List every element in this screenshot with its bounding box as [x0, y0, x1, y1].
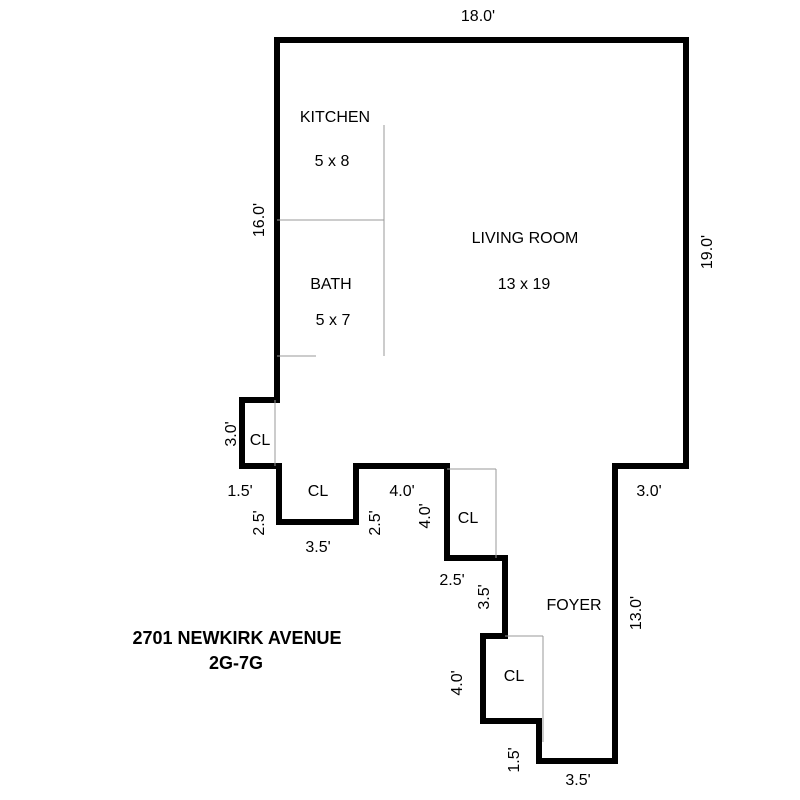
dim-step-3-5: 3.5' [476, 584, 493, 609]
living-room-size: 13 x 19 [498, 276, 551, 293]
address-line-1: 2701 NEWKIRK AVENUE [132, 628, 341, 648]
address-line-2: 2G-7G [209, 653, 263, 673]
dim-closet-lower-height: 4.0' [449, 670, 466, 695]
dim-bottom: 3.5' [565, 772, 590, 789]
dim-step-vertical: 4.0' [417, 503, 434, 528]
dim-closet-bottom-width: 3.5' [305, 539, 330, 556]
living-room-label: LIVING ROOM [472, 230, 579, 247]
dim-closet-bottom-left-depth: 2.5' [251, 510, 268, 535]
closet-label: CL [308, 483, 329, 500]
dim-top: 18.0' [461, 8, 495, 25]
dim-foyer-top: 3.0' [636, 483, 661, 500]
dim-closet-bottom-right-depth: 2.5' [367, 510, 384, 535]
dim-right: 19.0' [699, 235, 716, 269]
bath-label: BATH [310, 276, 351, 293]
kitchen-label: KITCHEN [300, 109, 370, 126]
dim-step-horizontal: 4.0' [389, 483, 414, 500]
dim-left: 16.0' [251, 203, 268, 237]
outer-wall [239, 37, 689, 764]
dim-step-2-5: 2.5' [439, 572, 464, 589]
dim-step-b: 1.5' [506, 747, 523, 772]
dim-foyer-right: 13.0' [628, 596, 645, 630]
bath-size: 5 x 7 [316, 312, 351, 329]
closet-label: CL [250, 432, 271, 449]
dim-closet-left-height: 3.0' [223, 421, 240, 446]
closet-label: CL [458, 510, 479, 527]
closet-label: CL [504, 668, 525, 685]
foyer-label: FOYER [546, 597, 601, 614]
kitchen-size: 5 x 8 [315, 153, 350, 170]
dim-step-a: 1.5' [227, 483, 252, 500]
